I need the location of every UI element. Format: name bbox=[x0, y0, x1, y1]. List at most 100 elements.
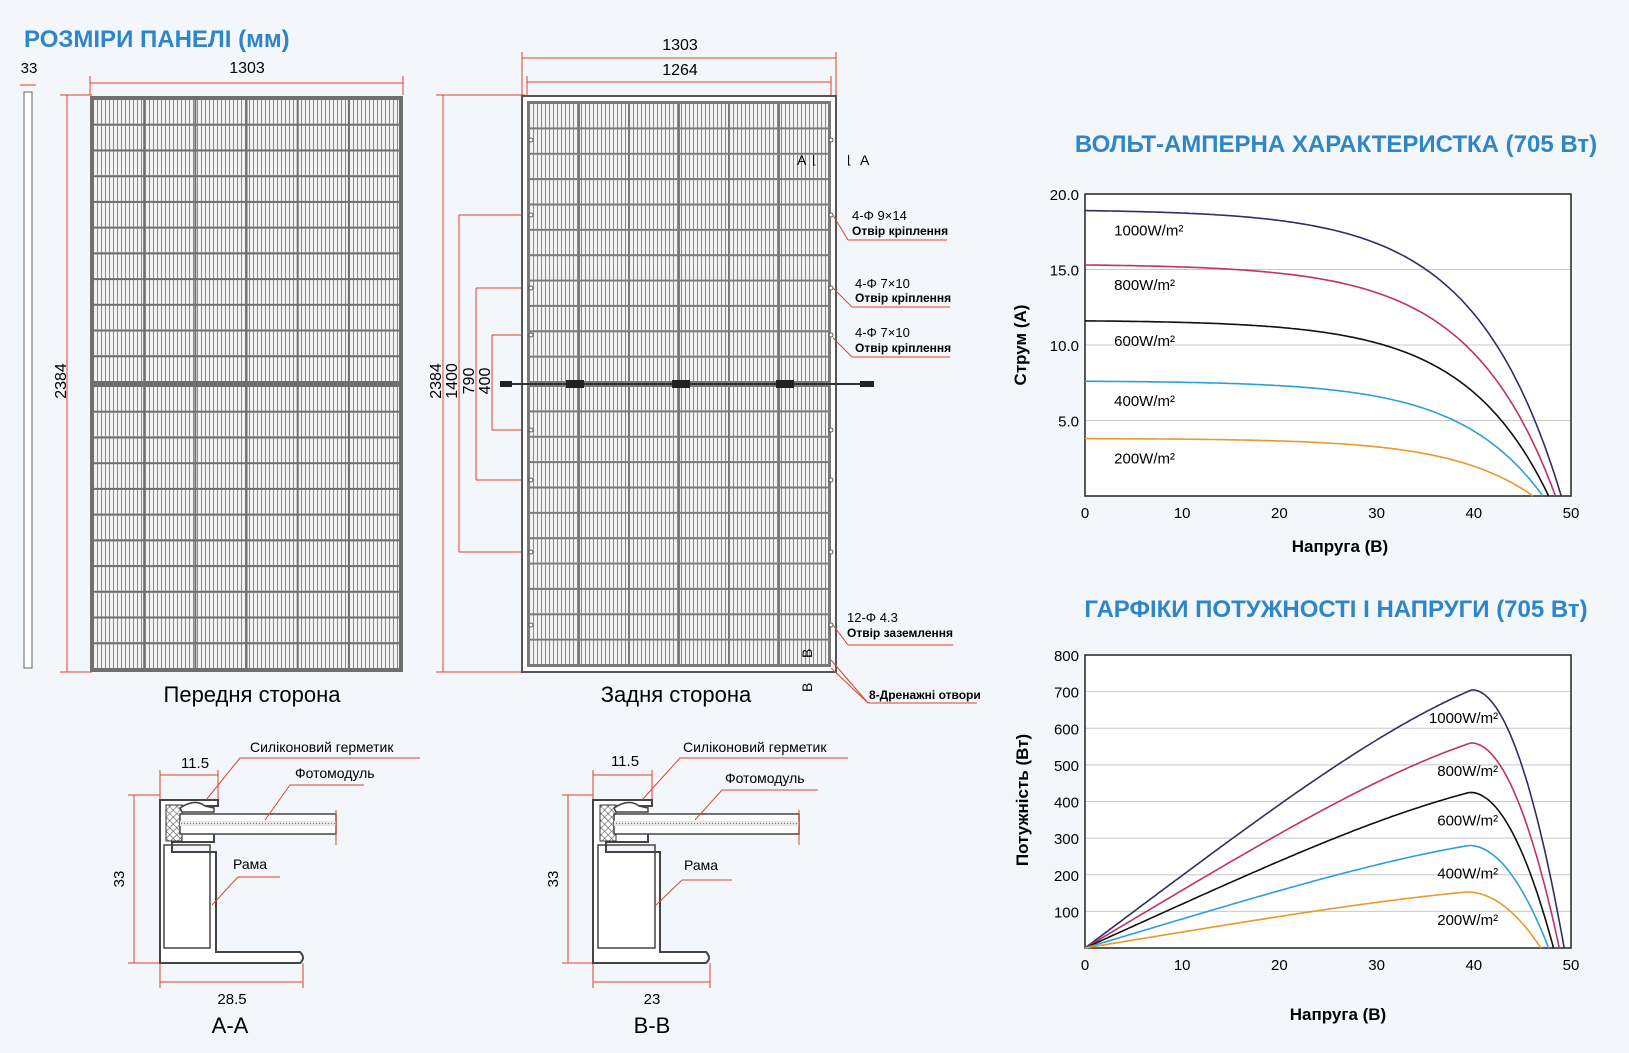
solar-cell bbox=[298, 177, 348, 201]
section-a-left: A bbox=[797, 152, 807, 168]
aa-sealant-label: Силіконовий герметик bbox=[250, 739, 394, 755]
solar-cell bbox=[196, 280, 246, 304]
section-aa: 11.5 33 28.5 Силіконовий герметик Фотомо… bbox=[111, 739, 420, 1038]
solar-cell bbox=[630, 129, 678, 153]
x-tick-label: 0 bbox=[1081, 505, 1089, 522]
solar-cell bbox=[780, 180, 828, 204]
solar-cell bbox=[247, 618, 297, 643]
mount-hole bbox=[528, 622, 534, 628]
solar-cell bbox=[530, 230, 578, 255]
solar-cell bbox=[680, 332, 728, 356]
solar-cell bbox=[196, 618, 246, 643]
solar-cell bbox=[94, 644, 144, 668]
x-tick-label: 50 bbox=[1563, 505, 1580, 522]
iv-chart-ylabel: Струм (А) bbox=[1011, 305, 1030, 386]
solar-cell bbox=[196, 541, 246, 566]
solar-cell bbox=[680, 104, 728, 128]
aa-bottom-label: 28.5 bbox=[217, 991, 246, 1008]
y-tick-label: 5.0 bbox=[1058, 414, 1079, 431]
solar-cell bbox=[730, 437, 778, 462]
pv-chart-title: ГАРФІКИ ПОТУЖНОСТІ І НАПРУГИ (705 Вт) bbox=[1084, 596, 1587, 623]
back-view: 1303 1264 2384 1400 790 400 bbox=[428, 37, 981, 707]
callout-drain: 8-Дренажні отвори bbox=[830, 659, 981, 704]
solar-cell bbox=[94, 177, 144, 201]
solar-cell bbox=[630, 357, 678, 381]
solar-cell bbox=[580, 640, 628, 664]
solar-cell bbox=[247, 331, 297, 356]
solar-cell bbox=[680, 412, 728, 436]
solar-cell bbox=[145, 592, 195, 617]
mount-hole bbox=[528, 212, 534, 218]
series-label: 1000W/m² bbox=[1114, 223, 1183, 240]
solar-cell bbox=[298, 438, 348, 463]
solar-cell bbox=[680, 357, 728, 381]
section-b-bottom: B bbox=[799, 683, 815, 692]
series-label: 400W/m² bbox=[1437, 865, 1498, 882]
solar-cell bbox=[247, 125, 297, 150]
solar-cell bbox=[196, 592, 246, 617]
x-tick-label: 40 bbox=[1465, 505, 1482, 522]
svg-text:⌊: ⌊ bbox=[847, 153, 852, 167]
solar-cell bbox=[680, 129, 728, 153]
series-label: 600W/m² bbox=[1114, 333, 1175, 350]
aa-module-label: Фотомодуль bbox=[295, 765, 375, 781]
solar-cell bbox=[196, 254, 246, 279]
callout-ground-size: 12-Φ 4.3 bbox=[847, 610, 898, 625]
mount-hole bbox=[828, 332, 834, 338]
y-tick-label: 600 bbox=[1054, 721, 1079, 738]
solar-cell bbox=[298, 412, 348, 437]
solar-cell bbox=[580, 256, 628, 280]
solar-cell bbox=[298, 541, 348, 566]
solar-cell bbox=[196, 412, 246, 437]
solar-cell bbox=[349, 464, 399, 488]
solar-cell bbox=[580, 332, 628, 356]
solar-cell bbox=[680, 589, 728, 614]
series-label: 200W/m² bbox=[1114, 451, 1175, 468]
solar-cell bbox=[298, 254, 348, 279]
series-line bbox=[1084, 380, 1544, 497]
solar-cell bbox=[145, 331, 195, 356]
solar-cell bbox=[730, 180, 778, 204]
solar-cell bbox=[630, 412, 678, 436]
solar-cell bbox=[580, 412, 628, 436]
solar-cell bbox=[630, 180, 678, 204]
front-thickness-label: 33 bbox=[21, 60, 38, 77]
solar-cell bbox=[145, 464, 195, 488]
series-line bbox=[1084, 742, 1561, 949]
solar-cell bbox=[349, 357, 399, 381]
front-cell-grid bbox=[94, 100, 399, 668]
solar-cell bbox=[630, 589, 678, 614]
solar-cell bbox=[680, 564, 728, 588]
solar-cell bbox=[630, 488, 678, 512]
solar-cell bbox=[298, 305, 348, 330]
back-790-label: 790 bbox=[461, 368, 478, 395]
solar-cell bbox=[349, 331, 399, 356]
solar-cell bbox=[780, 104, 828, 128]
solar-cell bbox=[94, 464, 144, 488]
series-line bbox=[1085, 264, 1557, 497]
solar-cell bbox=[630, 332, 678, 356]
solar-cell bbox=[680, 615, 728, 639]
solar-cell bbox=[196, 125, 246, 150]
solar-cell bbox=[145, 357, 195, 381]
iv-chart-xlabel: Напруга (В) bbox=[1292, 537, 1388, 556]
y-tick-label: 10.0 bbox=[1050, 338, 1079, 355]
solar-cell bbox=[349, 515, 399, 540]
solar-cell bbox=[145, 177, 195, 201]
solar-cell bbox=[530, 539, 578, 563]
solar-cell bbox=[530, 513, 578, 538]
callout-ground-label: Отвір заземлення bbox=[847, 626, 953, 640]
series-label: 200W/m² bbox=[1437, 912, 1498, 929]
solar-cell bbox=[94, 567, 144, 591]
y-tick-label: 800 bbox=[1054, 648, 1079, 665]
solar-cell bbox=[630, 437, 678, 462]
solar-cell bbox=[780, 332, 828, 356]
solar-cell bbox=[530, 332, 578, 356]
solar-cell bbox=[247, 387, 297, 411]
solar-cell bbox=[530, 564, 578, 588]
solar-cell bbox=[94, 254, 144, 279]
solar-cell bbox=[530, 281, 578, 305]
solar-cell bbox=[530, 488, 578, 512]
solar-cell bbox=[196, 331, 246, 356]
